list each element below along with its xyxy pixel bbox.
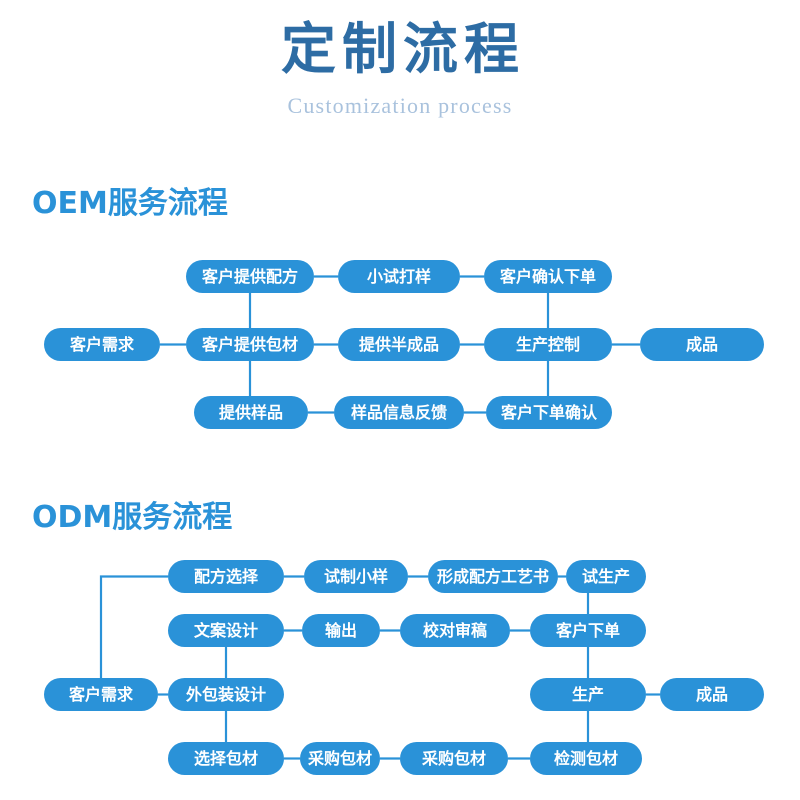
flow-node-pill xyxy=(486,396,612,429)
flow-node-label: 成品 xyxy=(686,335,718,354)
flow-node[interactable]: 文案设计 xyxy=(168,614,284,647)
flow-node-pill xyxy=(44,328,160,361)
flow-node[interactable]: 客户需求 xyxy=(44,678,158,711)
flow-node-label: 校对审稿 xyxy=(423,621,487,640)
flow-node-label: 生产 xyxy=(572,685,604,704)
flow-node-pill xyxy=(566,560,646,593)
flow-node-label: 选择包材 xyxy=(194,749,258,768)
flow-node-label: 客户提供包材 xyxy=(202,335,298,354)
flow-node-label: 生产控制 xyxy=(516,335,580,354)
flow-node[interactable]: 客户下单 xyxy=(530,614,646,647)
flow-node[interactable]: 提供半成品 xyxy=(338,328,460,361)
flow-node[interactable]: 校对审稿 xyxy=(400,614,510,647)
flow-node-label: 提供样品 xyxy=(219,403,283,422)
flow-node[interactable]: 客户提供配方 xyxy=(186,260,314,293)
flow-node-pill xyxy=(530,614,646,647)
flow-node-pill xyxy=(660,678,764,711)
flow-node-pill xyxy=(334,396,464,429)
flow-node[interactable]: 试制小样 xyxy=(304,560,408,593)
flow-node-label: 成品 xyxy=(696,685,728,704)
flow-node-label: 客户需求 xyxy=(70,335,135,354)
flow-node-label: 采购包材 xyxy=(421,749,486,768)
flow-node-pill xyxy=(186,328,314,361)
flow-node-label: 采购包材 xyxy=(307,749,372,768)
flow-node-label: 客户下单确认 xyxy=(501,403,598,422)
flow-node[interactable]: 生产控制 xyxy=(484,328,612,361)
flow-node-pill xyxy=(530,678,646,711)
flow-node[interactable]: 成品 xyxy=(640,328,764,361)
flow-node-label: 客户需求 xyxy=(69,685,134,704)
flow-node[interactable]: 采购包材 xyxy=(400,742,508,775)
flow-node-pill xyxy=(530,742,642,775)
flow-node-pill xyxy=(338,328,460,361)
flow-node-pill xyxy=(428,560,558,593)
flow-node-label: 客户提供配方 xyxy=(202,267,298,286)
section-heading-oem: OEM服务流程 xyxy=(32,186,228,221)
flow-node-pill xyxy=(302,614,380,647)
flow-node[interactable]: 客户下单确认 xyxy=(486,396,612,429)
flow-node[interactable]: 形成配方工艺书 xyxy=(428,560,558,593)
section-heading-odm: ODM服务流程 xyxy=(32,500,233,535)
flow-node[interactable]: 配方选择 xyxy=(168,560,284,593)
flow-node-label: 外包装设计 xyxy=(185,685,266,704)
flow-node[interactable]: 检测包材 xyxy=(530,742,642,775)
flow-node-pill xyxy=(194,396,308,429)
flow-node-pill xyxy=(640,328,764,361)
flow-node-pill xyxy=(400,742,508,775)
page-header: 定制流程 Customization process xyxy=(0,0,800,117)
flow-node-pill xyxy=(168,560,284,593)
flow-node[interactable]: 提供样品 xyxy=(194,396,308,429)
flow-node-pill xyxy=(44,678,158,711)
flow-node-pill xyxy=(168,678,284,711)
flow-node[interactable]: 采购包材 xyxy=(300,742,380,775)
flow-node-label: 形成配方工艺书 xyxy=(437,567,549,586)
flow-node-pill xyxy=(338,260,460,293)
flow-node-pill xyxy=(168,614,284,647)
flow-node-pill xyxy=(300,742,380,775)
flow-node-label: 客户确认下单 xyxy=(500,267,596,286)
flow-connector xyxy=(99,575,168,678)
flow-node[interactable]: 客户确认下单 xyxy=(484,260,612,293)
flow-node-label: 文案设计 xyxy=(194,621,258,640)
flow-node[interactable]: 试生产 xyxy=(566,560,646,593)
flow-node[interactable]: 成品 xyxy=(660,678,764,711)
flow-node-pill xyxy=(168,742,284,775)
flow-node-label: 客户下单 xyxy=(556,621,620,640)
page-subtitle: Customization process xyxy=(287,93,513,118)
flow-node[interactable]: 小试打样 xyxy=(338,260,460,293)
flow-node-label: 小试打样 xyxy=(367,267,431,286)
flow-node-label: 试生产 xyxy=(582,567,630,586)
flow-node[interactable]: 客户需求 xyxy=(44,328,160,361)
page-title: 定制流程 xyxy=(280,17,525,81)
flow-node-label: 样品信息反馈 xyxy=(351,403,447,422)
flow-node[interactable]: 输出 xyxy=(302,614,380,647)
flow-node[interactable]: 生产 xyxy=(530,678,646,711)
flow-node[interactable]: 外包装设计 xyxy=(168,678,284,711)
flow-node-pill xyxy=(304,560,408,593)
flow-node-pill xyxy=(400,614,510,647)
flow-node-label: 配方选择 xyxy=(194,567,259,586)
flow-node-label: 试制小样 xyxy=(324,567,388,586)
flow-node[interactable]: 客户提供包材 xyxy=(186,328,314,361)
flow-node-pill xyxy=(484,260,612,293)
flow-node-label: 检测包材 xyxy=(554,749,618,768)
flow-node[interactable]: 样品信息反馈 xyxy=(334,396,464,429)
flow-node-label: 提供半成品 xyxy=(359,335,439,354)
flow-node-pill xyxy=(484,328,612,361)
flow-node-pill xyxy=(186,260,314,293)
flow-node-label: 输出 xyxy=(325,621,357,640)
flow-node[interactable]: 选择包材 xyxy=(168,742,284,775)
